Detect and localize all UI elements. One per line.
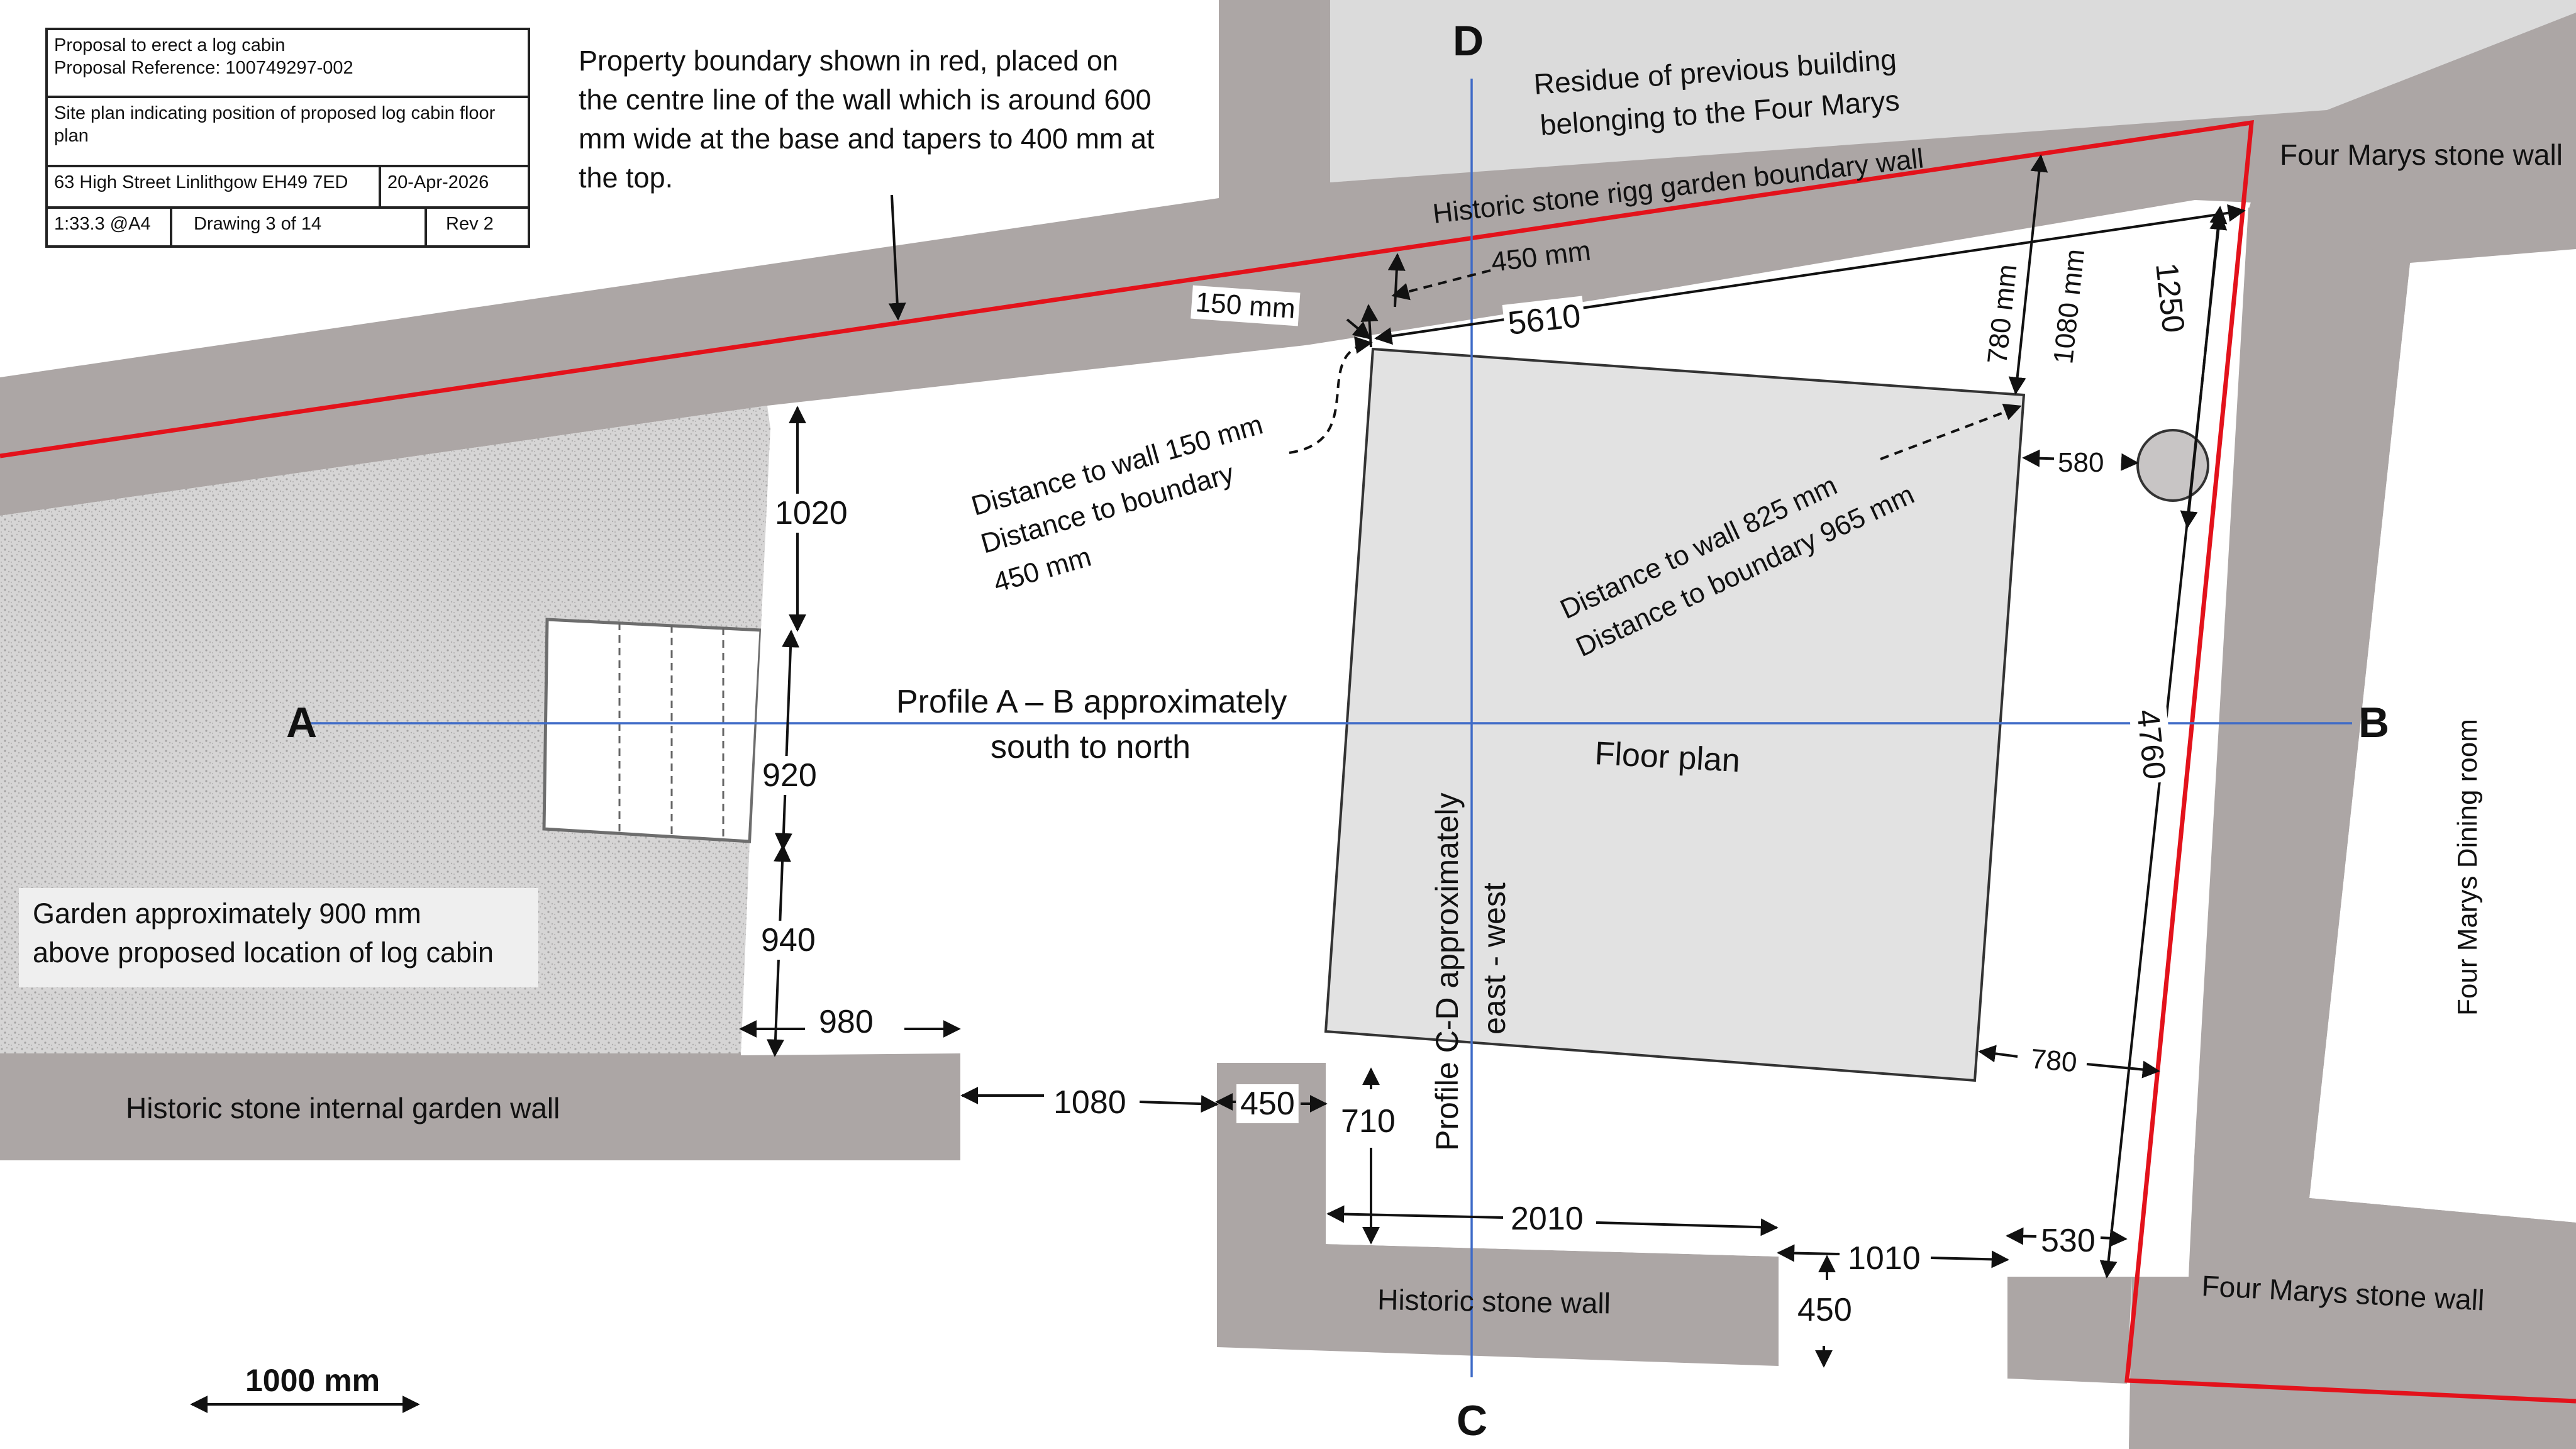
project-title: Proposal to erect a log cabin xyxy=(54,35,286,55)
drawing-date: 20-Apr-2026 xyxy=(387,172,489,192)
dim-450b-label-bg xyxy=(1236,1084,1299,1123)
drawing-scale: 1:33.3 @A4 xyxy=(48,209,172,248)
dim-line-780a xyxy=(1978,1045,2018,1063)
drawing-revision: Rev 2 xyxy=(446,214,494,234)
dim-580-label: 580 xyxy=(2058,447,2104,478)
tree-symbol xyxy=(2136,429,2209,502)
dim-line-1010a xyxy=(1777,1244,1840,1262)
leader-right-dist xyxy=(1880,403,2022,460)
title-block: Proposal to erect a log cabin Proposal R… xyxy=(45,28,530,248)
dim-5610-label-bg xyxy=(1502,296,1587,344)
leader-lines xyxy=(1289,269,2022,460)
dim-710-label-bg xyxy=(1337,1102,1399,1141)
dim-line-580b xyxy=(2121,453,2139,471)
dim-2010-label: 2010 xyxy=(1511,1201,1584,1237)
dining-room-label: Four Marys Dining room xyxy=(2452,719,2483,1016)
dim-1020-label-bg xyxy=(771,494,852,533)
dim-920-label: 920 xyxy=(762,757,817,794)
top-left-wall xyxy=(1219,0,1330,208)
dim-1080-label-bg xyxy=(1050,1083,1130,1122)
garden-steps xyxy=(542,618,763,843)
internal-garden-wall xyxy=(0,1053,960,1160)
dim-line-1080b xyxy=(1139,1095,1219,1113)
profile-ab-label-line1-bg xyxy=(892,682,1291,721)
leader-450mm xyxy=(1391,269,1491,301)
dim-line-2010b xyxy=(1596,1218,1779,1236)
dim-line-150 xyxy=(1346,318,1372,340)
drawing-description: Site plan indicating position of propose… xyxy=(54,103,496,146)
dim-line-780b xyxy=(2086,1060,2160,1079)
dim-line-1010b xyxy=(1930,1250,2009,1269)
cabin-floor-plan xyxy=(1324,347,2026,1082)
dim-line-530b xyxy=(2100,1229,2128,1247)
dining-room xyxy=(2309,249,2576,1223)
floor-plan-label: Floor plan xyxy=(1594,735,1741,779)
residue-area xyxy=(1330,0,2576,182)
four-marys-wall-top-label: Four Marys stone wall xyxy=(2280,138,2563,171)
dim-1250-label-bg xyxy=(2147,257,2193,338)
dim-450c-label-bg xyxy=(1794,1291,1856,1330)
dim-1020-label: 1020 xyxy=(775,495,848,531)
boundary-note: Property boundary shown in red, placed o… xyxy=(579,45,1155,194)
dim-1080-label: 1080 xyxy=(1053,1084,1126,1121)
profile-letter-b: B xyxy=(2358,699,2389,747)
dim-line-780mm xyxy=(2008,154,2048,395)
dim-4760-label: 4760 xyxy=(2130,708,2172,780)
title-row-project: Proposal to erect a log cabin Proposal R… xyxy=(48,30,528,98)
profile-cd-label-line1: Profile C-D approximately xyxy=(1430,792,1465,1151)
dim-580-label-bg xyxy=(2054,446,2108,479)
internal-wall-label: Historic stone internal garden wall xyxy=(126,1092,560,1124)
dim-780-label: 780 xyxy=(2029,1043,2078,1078)
dim-940-label: 940 xyxy=(761,922,816,958)
dim-980-label: 980 xyxy=(819,1004,874,1040)
title-row-scale: 1:33.3 @A4 Drawing 3 of 14 Rev 2 xyxy=(48,209,528,248)
bottom-right-wall xyxy=(2007,1277,2132,1384)
dim-780-label-bg xyxy=(2025,1041,2082,1080)
four-marys-wall-strip xyxy=(2129,208,2576,1449)
dim-5610-label: 5610 xyxy=(1506,297,1583,342)
dim-1010-label: 1010 xyxy=(1848,1240,1921,1277)
profile-ab-label-line1: Profile A – B approximately xyxy=(896,684,1287,720)
scale-bar-label: 1000 mm xyxy=(245,1363,380,1398)
dim-450b-label: 450 xyxy=(1240,1085,1295,1122)
dim-530-label: 530 xyxy=(2041,1223,2096,1259)
title-row-address: 63 High Street Linlithgow EH49 7ED 20-Ap… xyxy=(48,167,528,209)
profile-ab-label-line2: south to north xyxy=(991,729,1191,765)
dim-940-label-bg xyxy=(757,921,819,960)
historic-stone-wall xyxy=(1217,1063,1779,1366)
drawing-number: Drawing 3 of 14 xyxy=(172,209,427,248)
leader-left-dist xyxy=(1289,336,1373,454)
dim-530-label-bg xyxy=(2037,1221,2099,1260)
profile-letter-a: A xyxy=(286,699,317,747)
dim-450c-label: 450 xyxy=(1797,1292,1852,1328)
profile-letter-d: D xyxy=(1453,17,1484,65)
historic-wall-label: Historic stone wall xyxy=(1377,1283,1611,1319)
dim-2010-label-bg xyxy=(1507,1199,1587,1238)
site-address: 63 High Street Linlithgow EH49 7ED xyxy=(48,167,381,206)
garden-note: Garden approximately 900 mm above propos… xyxy=(19,888,538,987)
dim-line-2010a xyxy=(1326,1205,1504,1223)
dim-980-label-bg xyxy=(815,1002,877,1041)
dim-1010-label-bg xyxy=(1844,1239,1924,1278)
profile-cd-label-line2: east - west xyxy=(1477,882,1512,1035)
proposal-reference: Proposal Reference: 100749297-002 xyxy=(54,58,353,78)
dim-920-label-bg xyxy=(758,756,821,795)
profile-ab-label-line2-bg xyxy=(987,728,1194,767)
note-arrow-boundary xyxy=(888,194,906,321)
dim-150mm-label-bg xyxy=(1191,285,1301,326)
dim-4760-label-bg xyxy=(2128,704,2174,785)
dim-line-920 xyxy=(774,630,800,851)
dimension-lines xyxy=(190,154,2246,1413)
dim-1250-label: 1250 xyxy=(2149,261,2191,334)
profile-letter-c: C xyxy=(1457,1397,1487,1445)
dim-150mm-label: 150 mm xyxy=(1194,287,1296,325)
dim-710-label: 710 xyxy=(1341,1103,1396,1140)
title-row-description: Site plan indicating position of propose… xyxy=(48,98,528,167)
